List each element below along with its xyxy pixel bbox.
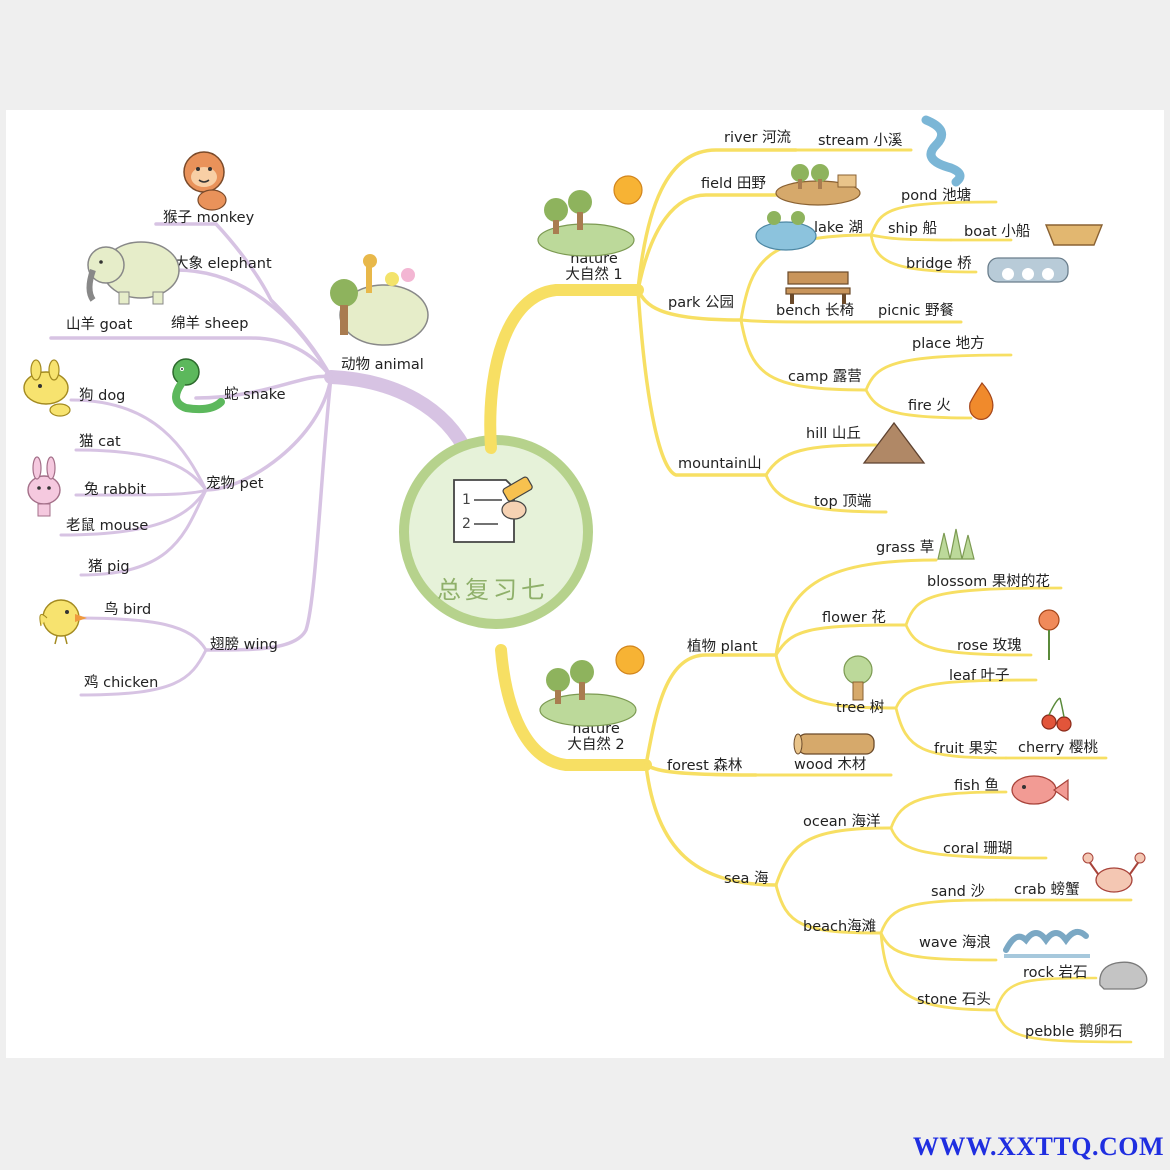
label-monkey: 猴子 monkey	[163, 209, 255, 226]
label-blossom: blossom 果树的花	[927, 573, 1050, 590]
log-icon	[793, 733, 875, 755]
label-sea: sea 海	[724, 870, 768, 887]
checklist-icon: 1 2	[453, 476, 533, 543]
hill-icon	[862, 421, 926, 464]
svg-text:2: 2	[462, 516, 471, 532]
label-pond: pond 池塘	[901, 187, 971, 204]
dog-icon	[23, 359, 71, 417]
label-goat: 山羊 goat	[66, 316, 133, 333]
cherry-icon	[1041, 697, 1072, 732]
lake-icon	[755, 211, 817, 251]
label-pig: 猪 pig	[88, 558, 130, 575]
label-pet: 宠物 pet	[206, 475, 264, 492]
stream-icon	[921, 115, 965, 187]
label-chicken: 鸡 chicken	[84, 674, 158, 691]
elephant-icon	[86, 241, 180, 305]
crab-icon	[1082, 852, 1146, 893]
monkey-icon	[183, 151, 227, 211]
label-ocean: ocean 海洋	[803, 813, 880, 830]
tree-icon	[843, 655, 873, 701]
label-stone: stone 石头	[917, 991, 991, 1008]
label-wave: wave 海浪	[919, 934, 991, 951]
label-elephant: 大象 elephant	[174, 255, 272, 272]
fire-icon	[969, 382, 994, 420]
label-leaf: leaf 叶子	[949, 667, 1010, 684]
nature-scene-icon-2	[539, 645, 645, 727]
label-animal: 动物 animal	[341, 356, 424, 373]
nature1-label-zh: 大自然 1	[565, 266, 622, 283]
snake-icon	[172, 358, 225, 414]
label-boat: boat 小船	[964, 223, 1030, 240]
mindmap: 猴子 monkey 大象 elephant 山羊 goat 绵羊 sheep 蛇…	[23, 115, 1148, 1044]
label-bridge: bridge 桥	[906, 255, 972, 272]
label-field: field 田野	[701, 175, 766, 192]
bridge-icon	[987, 257, 1069, 283]
bench-icon	[785, 271, 851, 304]
label-tree: tree 树	[836, 699, 884, 716]
label-lake: lake 湖	[814, 219, 863, 236]
nature1-branch-lines	[484, 148, 1013, 514]
label-top: top 顶端	[814, 493, 871, 510]
label-river: river 河流	[724, 129, 791, 146]
label-fish: fish 鱼	[954, 776, 999, 794]
label-plant: 植物 plant	[687, 638, 758, 655]
label-pebble: pebble 鹅卵石	[1025, 1023, 1123, 1040]
label-cherry: cherry 樱桃	[1018, 739, 1098, 756]
label-sand: sand 沙	[931, 884, 985, 900]
boat-icon	[1044, 224, 1104, 246]
center-node: 1 2 总复习七	[399, 435, 593, 629]
fish-icon	[1011, 775, 1069, 805]
label-bird: 鸟 bird	[104, 601, 151, 618]
rabbit-icon	[27, 456, 61, 517]
center-title: 总复习七	[437, 576, 549, 604]
nature2-label-zh: 大自然 2	[567, 736, 624, 753]
label-park: park 公园	[668, 295, 734, 311]
label-beach: beach海滩	[803, 918, 876, 935]
field-icon	[775, 164, 861, 206]
label-bench: bench 长椅	[776, 302, 854, 319]
svg-text:1: 1	[462, 492, 471, 508]
nature2-branch-lines	[495, 558, 1133, 1044]
bird-icon	[39, 599, 87, 645]
mindmap-canvas: 猴子 monkey 大象 elephant 山羊 goat 绵羊 sheep 蛇…	[6, 110, 1164, 1058]
label-coral: coral 珊瑚	[943, 840, 1012, 857]
label-flower: flower 花	[822, 609, 886, 626]
label-ship: ship 船	[888, 220, 937, 237]
label-rock: rock 岩石	[1023, 964, 1088, 981]
label-forest: forest 森林	[667, 757, 743, 774]
site-watermark: WWW.XXTTQ.COM	[912, 1132, 1164, 1161]
label-wing: 翅膀 wing	[210, 636, 278, 653]
label-mountain: mountain山	[678, 455, 762, 472]
label-rabbit: 兔 rabbit	[84, 481, 146, 498]
label-dog: 狗 dog	[79, 387, 125, 404]
label-picnic: picnic 野餐	[878, 302, 955, 319]
label-fruit: fruit 果实	[934, 740, 998, 757]
label-cat: 猫 cat	[79, 433, 121, 450]
label-snake: 蛇 snake	[224, 386, 286, 403]
label-hill: hill 山丘	[806, 425, 861, 442]
label-place: place 地方	[912, 335, 985, 352]
label-fire: fire 火	[908, 398, 951, 414]
rose-icon	[1038, 609, 1060, 660]
label-camp: camp 露营	[788, 368, 862, 385]
animal-branch-lines	[49, 222, 475, 697]
label-rose: rose 玫瑰	[957, 637, 1022, 654]
label-wood: wood 木材	[794, 756, 866, 773]
nature-scene-icon-1	[537, 175, 643, 257]
animal-group-icon	[330, 254, 429, 346]
label-crab: crab 螃蟹	[1014, 881, 1080, 898]
label-grass: grass 草	[876, 539, 934, 556]
grass-icon	[937, 528, 975, 560]
rock-icon	[1099, 961, 1148, 990]
wave-icon	[1003, 928, 1090, 958]
label-stream: stream 小溪	[818, 132, 902, 149]
label-mouse: 老鼠 mouse	[66, 517, 148, 534]
label-sheep: 绵羊 sheep	[171, 315, 248, 332]
